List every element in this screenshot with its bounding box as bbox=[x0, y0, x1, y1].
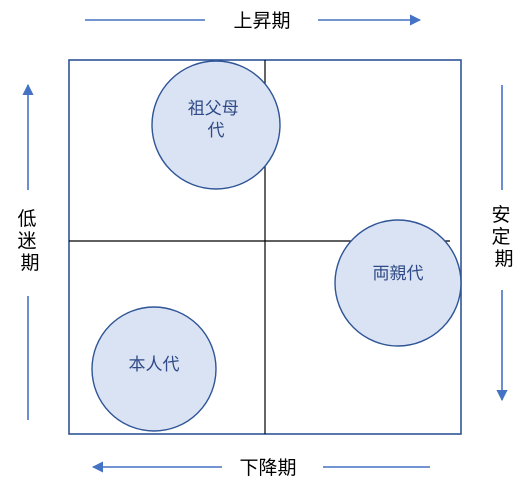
grandparents-label-line: 祖父母 bbox=[188, 99, 239, 119]
top-axis-label: 上昇期 bbox=[233, 10, 290, 32]
parents-label: 両親代 bbox=[373, 264, 424, 284]
grandparents-generation-node: 祖父母 代 bbox=[151, 60, 281, 190]
self-label-line: 本人代 bbox=[129, 355, 180, 375]
right-axis-label-char: 期 bbox=[494, 248, 513, 270]
self-label: 本人代 bbox=[129, 355, 180, 375]
left-axis-label-char: 期 bbox=[20, 252, 39, 274]
grandparents-label-line: 代 bbox=[208, 121, 225, 141]
right-axis-label-char: 定 bbox=[491, 226, 510, 248]
self-generation-node: 本人代 bbox=[91, 306, 217, 432]
grandparents-circle bbox=[151, 60, 281, 190]
left-axis-label-char: 迷 bbox=[17, 230, 36, 252]
left-axis-label-char: 低 bbox=[17, 208, 36, 230]
bottom-axis-label: 下降期 bbox=[239, 457, 296, 479]
parents-generation-node: 両親代 bbox=[334, 219, 462, 347]
right-axis-label: 安 定 期 bbox=[491, 204, 516, 270]
left-axis-label: 低 迷 期 bbox=[17, 208, 42, 274]
parents-circle bbox=[334, 219, 462, 347]
parents-label-line: 両親代 bbox=[373, 264, 424, 284]
self-circle bbox=[91, 306, 217, 432]
right-axis-label-char: 安 bbox=[491, 204, 510, 226]
grandparents-label: 祖父母 代 bbox=[188, 99, 244, 141]
